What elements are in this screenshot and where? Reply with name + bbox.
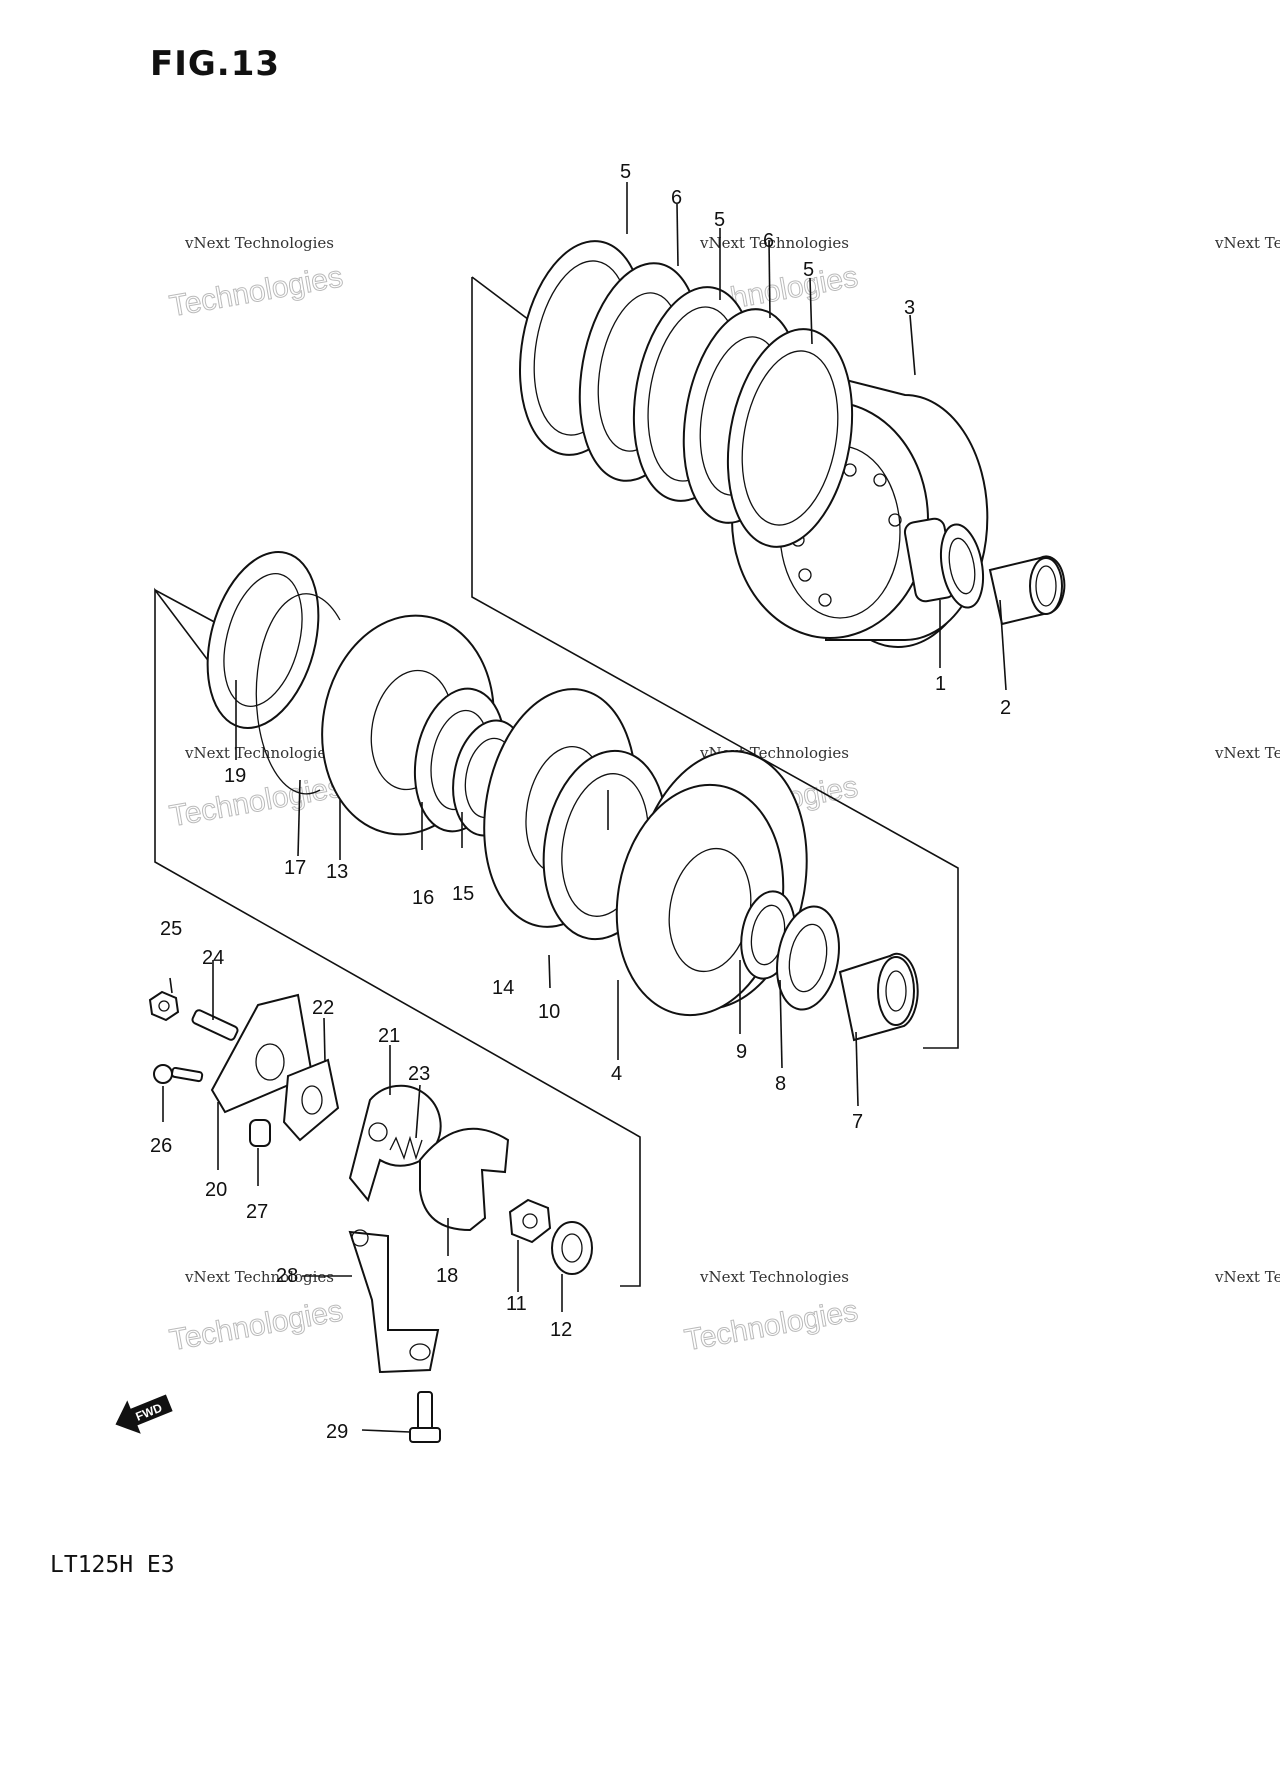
gasket-22 [282, 1058, 340, 1142]
watermark-text: vNext Technologies [184, 1268, 334, 1286]
callout-14: 14 [492, 977, 514, 999]
callout-25: 25 [160, 918, 182, 940]
callout-27: 27 [246, 1201, 268, 1223]
spring-23 [389, 1135, 423, 1161]
bolt-26 [153, 1064, 204, 1084]
callout-labels: 5 6 5 6 5 3 1 2 19 17 13 16 15 14 10 4 9… [150, 161, 1011, 1443]
watermark: vNext Technologies [1214, 1268, 1280, 1286]
callout-4: 4 [611, 1063, 622, 1085]
callout-26: 26 [150, 1135, 172, 1157]
callout-19: 19 [224, 765, 246, 787]
callout-5: 5 [620, 161, 631, 183]
callout-5: 5 [803, 259, 814, 281]
bolt-29 [409, 1391, 441, 1443]
watermark: vNext Technologies Technologies [682, 1268, 861, 1358]
crankshaft-bearing [206, 551, 320, 729]
watermark-text: vNext Technologies [184, 234, 334, 252]
watermark-text: vNext Technologies [1214, 744, 1280, 762]
callout-11: 11 [506, 1293, 527, 1315]
watermark-text: vNext Technologies [184, 744, 334, 762]
watermark: vNext Technologies Technologies [167, 744, 346, 834]
spacer-bushing [988, 555, 1066, 626]
callout-13: 13 [326, 861, 348, 883]
leader-lines [162, 182, 1007, 1433]
watermark-outline-text: Technologies [167, 770, 345, 833]
watermark-outline-text: Technologies [167, 1294, 345, 1357]
callout-7: 7 [852, 1111, 863, 1133]
callout-18: 18 [436, 1265, 458, 1287]
callout-9: 9 [736, 1041, 747, 1063]
assembly-outline-lower [154, 587, 641, 1287]
circlip [255, 593, 341, 795]
callout-8: 8 [775, 1073, 786, 1095]
callout-22: 22 [312, 997, 334, 1019]
callout-23: 23 [408, 1063, 430, 1085]
callout-28: 28 [276, 1265, 298, 1287]
watermark: vNext Technologies Technologies [167, 234, 346, 324]
callout-1: 1 [935, 673, 946, 695]
bearing-8 [776, 905, 840, 1011]
adjusting-screw-24 [191, 1009, 239, 1041]
release-lever-18 [419, 1127, 510, 1232]
callout-10: 10 [538, 1001, 560, 1023]
callout-3: 3 [904, 297, 915, 319]
watermark-text: vNext Technologies [699, 234, 849, 252]
washer-12 [551, 1221, 593, 1275]
watermark: vNext Technologies [1214, 234, 1280, 252]
nut-11 [508, 1198, 552, 1244]
clutch-arm-28 [348, 1229, 440, 1374]
callout-29: 29 [326, 1421, 348, 1443]
callout-2: 2 [1000, 697, 1011, 719]
watermark-text: vNext Technologies [699, 1268, 849, 1286]
fwd-arrow-icon: FWD [115, 1394, 173, 1434]
callout-21: 21 [378, 1025, 400, 1047]
callout-5: 5 [714, 209, 725, 231]
callout-6: 6 [671, 187, 682, 209]
bush-27 [249, 1119, 271, 1147]
primary-driven-gear [903, 517, 985, 609]
callout-12: 12 [550, 1319, 572, 1341]
callout-24: 24 [202, 947, 224, 969]
callout-16: 16 [412, 887, 434, 909]
watermark-text: vNext Technologies [1214, 234, 1280, 252]
nut-25 [148, 990, 180, 1022]
callout-17: 17 [284, 857, 306, 879]
watermark: vNext Technologies Technologies [167, 1268, 346, 1358]
clutch-drive-plate [726, 328, 854, 548]
collar-7 [838, 952, 919, 1042]
watermark: vNext Technologies [1214, 744, 1280, 762]
figure-title: FIG.13 [150, 44, 281, 84]
watermark-outline-text: Technologies [682, 1294, 860, 1357]
watermark-outline-text: Technologies [167, 260, 345, 323]
callout-20: 20 [205, 1179, 227, 1201]
model-code: LT125H E3 [50, 1552, 175, 1578]
callout-6: 6 [763, 230, 774, 252]
watermark-text: vNext Technologies [1214, 1268, 1280, 1286]
callout-15: 15 [452, 883, 474, 905]
